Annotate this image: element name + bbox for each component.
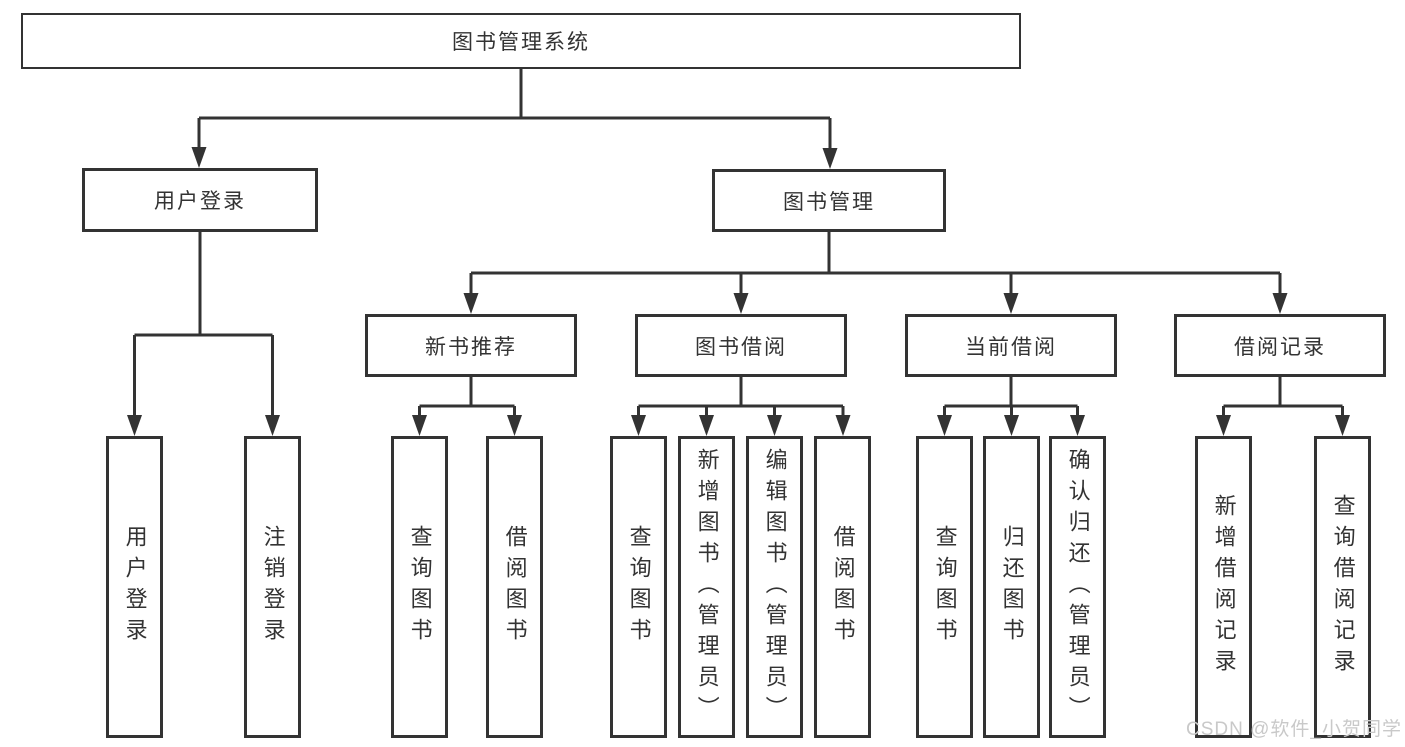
node-label: 新增借阅记录: [1211, 494, 1237, 680]
node-label: 图书借阅: [695, 335, 787, 359]
leaf-query-books-borrow: 查询图书: [610, 436, 667, 738]
node-label: 借阅记录: [1234, 335, 1326, 359]
leaf-add-borrow-record: 新增借阅记录: [1195, 436, 1252, 738]
node-label: 借阅图书: [830, 525, 856, 649]
node-label: 新增图书（管理员）: [694, 447, 720, 727]
node-label: 编辑图书（管理员）: [762, 447, 788, 727]
node-label: 查询图书: [626, 525, 652, 649]
node-label: 查询借阅记录: [1330, 494, 1356, 680]
leaf-borrow-books-recommend: 借阅图书: [486, 436, 543, 738]
node-label: 查询图书: [407, 525, 433, 649]
leaf-borrow-books: 借阅图书: [814, 436, 871, 738]
node-label: 确认归还（管理员）: [1065, 447, 1091, 727]
node-label: 注销登录: [260, 525, 286, 649]
node-borrowing-records: 借阅记录: [1174, 314, 1386, 377]
node-new-book-recommend: 新书推荐: [365, 314, 577, 377]
leaf-query-borrow-record: 查询借阅记录: [1314, 436, 1371, 738]
connector-book-borrow-children: [637, 377, 845, 421]
node-user-login: 用户登录: [82, 168, 318, 232]
node-book-management: 图书管理: [712, 169, 946, 232]
node-label: 图书管理: [783, 190, 875, 214]
connector-book-management-children: [469, 232, 1282, 299]
arrowhead-icons: [127, 147, 1350, 436]
csdn-watermark: CSDN @软件_小贺同学: [1186, 719, 1402, 740]
node-book-borrowing: 图书借阅: [635, 314, 847, 377]
connector-borrow-record-children: [1222, 377, 1344, 421]
connector-root-to-level2: [197, 69, 832, 153]
node-label: 用户登录: [154, 190, 246, 213]
node-label: 查询图书: [932, 525, 958, 649]
connector-new-book-children: [418, 377, 516, 421]
leaf-add-book-admin: 新增图书（管理员）: [678, 436, 735, 738]
node-root-system: 图书管理系统: [21, 13, 1021, 69]
connector-current-borrow-children: [943, 377, 1079, 421]
leaf-return-book: 归还图书: [983, 436, 1040, 738]
leaf-query-books-recommend: 查询图书: [391, 436, 448, 738]
leaf-confirm-return-admin: 确认归还（管理员）: [1049, 436, 1106, 738]
node-label: 新书推荐: [425, 335, 517, 359]
node-current-borrowing: 当前借阅: [905, 314, 1117, 377]
leaf-query-books-current: 查询图书: [916, 436, 973, 738]
leaf-edit-book-admin: 编辑图书（管理员）: [746, 436, 803, 738]
node-label: 当前借阅: [965, 335, 1057, 359]
leaf-user-login: 用户登录: [106, 436, 163, 738]
node-label: 图书管理系统: [452, 31, 590, 54]
leaf-logout: 注销登录: [244, 436, 301, 738]
node-label: 归还图书: [999, 525, 1025, 649]
node-label: 借阅图书: [502, 525, 528, 649]
node-label: 用户登录: [122, 525, 148, 649]
connector-user-login-children: [133, 232, 274, 421]
